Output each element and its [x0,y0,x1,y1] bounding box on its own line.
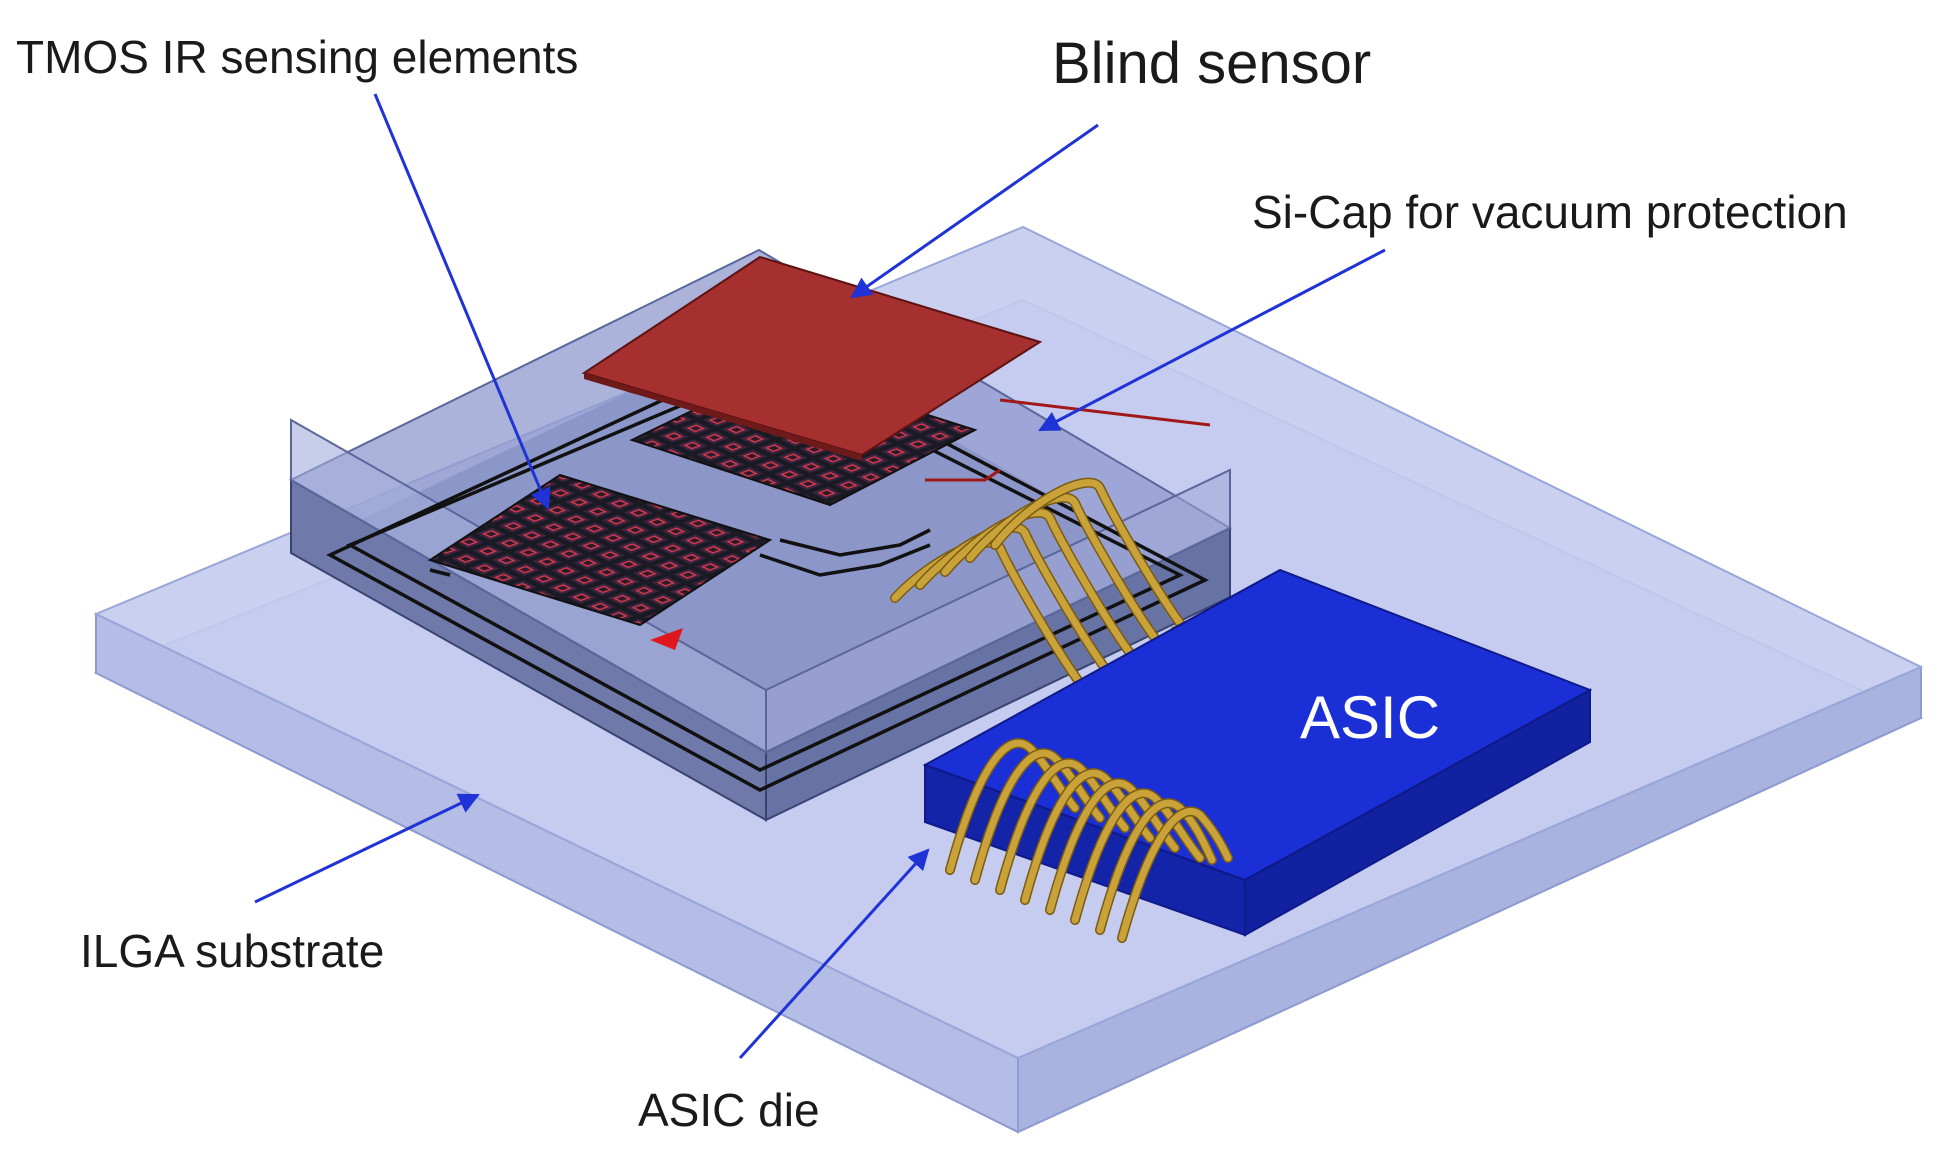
bond-wire [1117,806,1233,943]
bond-wire [1045,778,1180,915]
blind-sensor-plate [581,255,1043,461]
bond-wire [1095,798,1217,935]
ilga-substrate-label: ILGA substrate [80,925,384,977]
asic-label: ASIC [1300,684,1440,751]
internal-routing [650,398,1211,650]
red-marker [650,628,683,650]
asic-die-leader-arrow [738,848,930,1060]
bond-wire [1070,788,1205,925]
bond-wire [945,738,1080,875]
tmos-leader-arrow [373,93,551,510]
blind-sensor-label: Blind sensor [1052,31,1371,96]
bond-wire [990,477,1190,635]
asic-die-label: ASIC die [638,1084,820,1136]
si-cap-leader-arrow [1038,248,1386,432]
blind-sensor-leader-arrow [850,123,1099,299]
asic-bond-wires [945,738,1233,943]
tmos-sensing-array [427,473,773,627]
callout-arrows [254,93,1386,1060]
bond-wire [995,758,1130,895]
bond-wire [1020,768,1155,905]
tmos-label: TMOS IR sensing elements [16,31,578,83]
bond-wire [970,748,1105,885]
ilga-leader-arrow [254,793,480,904]
si-cap-label: Si-Cap for vacuum protection [1252,186,1848,238]
sensor-bond-wires [890,477,1200,703]
bond-wire [965,492,1165,650]
